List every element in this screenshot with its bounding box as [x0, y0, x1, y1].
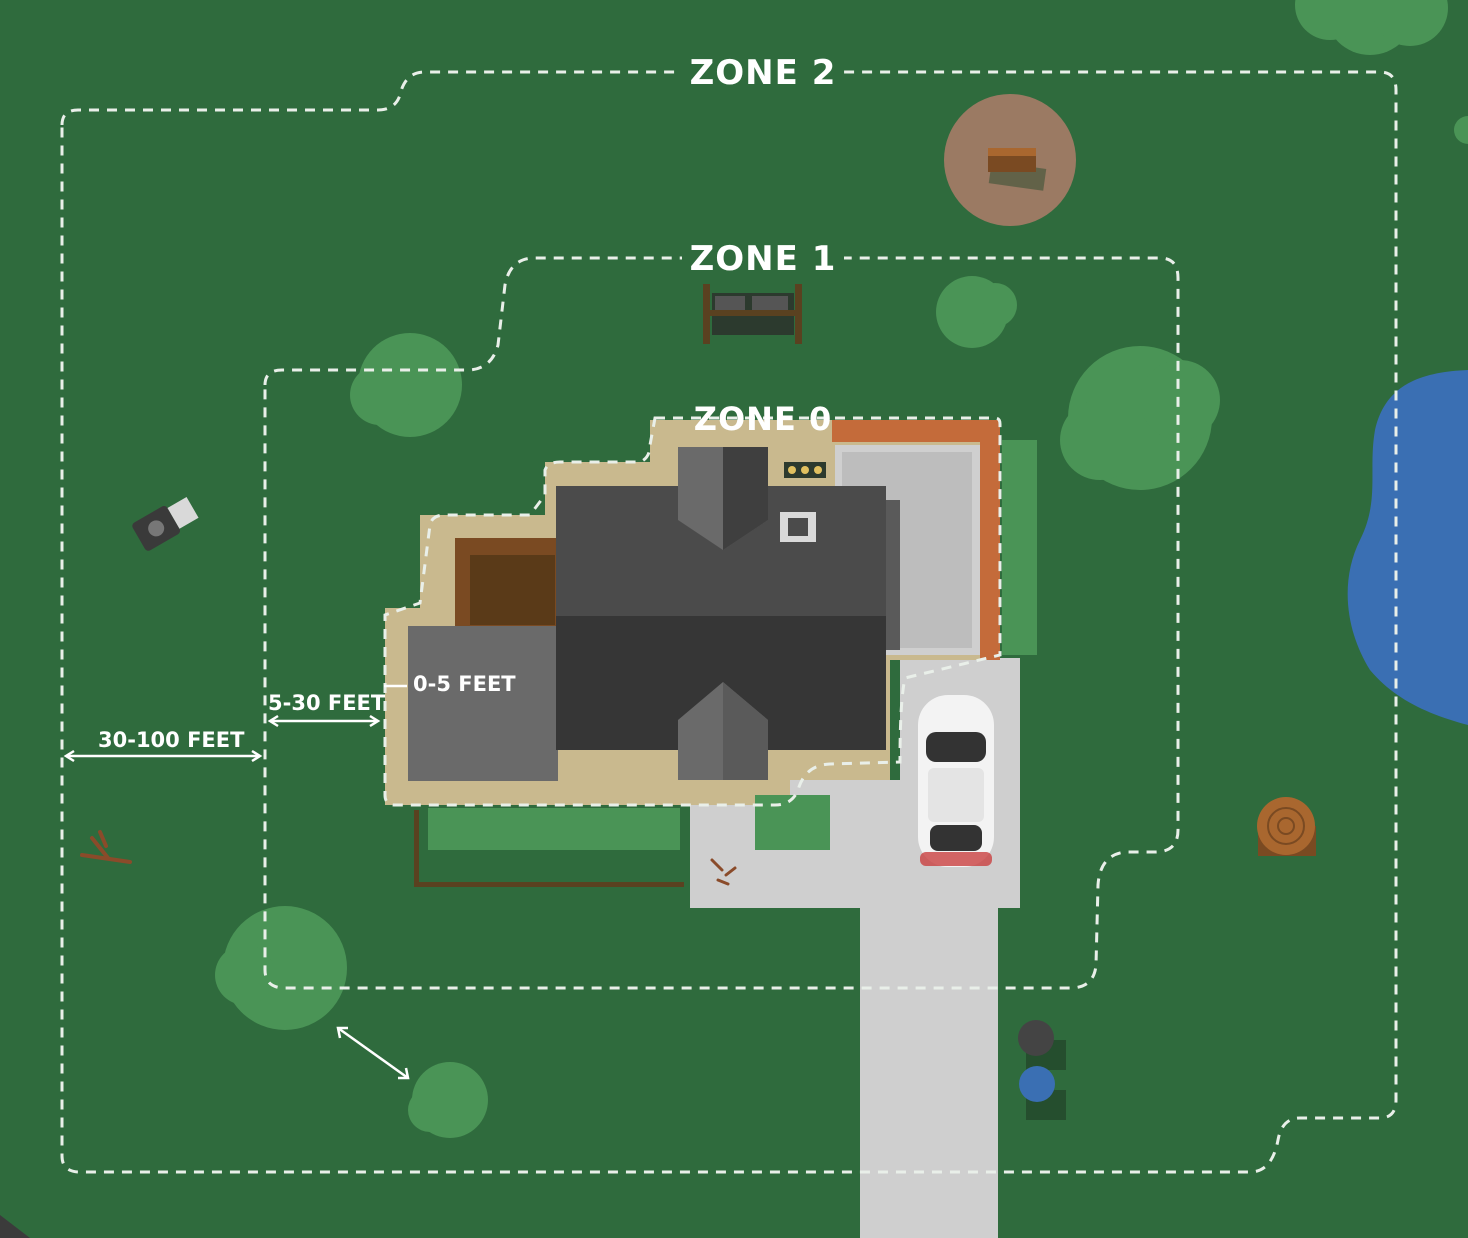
trash-bins: [1018, 1020, 1066, 1120]
hedge-side-left: [414, 810, 419, 885]
house: [408, 447, 900, 781]
leaves: [710, 858, 737, 886]
zone0-title: ZONE 0: [694, 400, 832, 438]
tree-spacing-arrow: [336, 1026, 410, 1080]
pond: [1347, 370, 1468, 725]
roof-gable-bottom-shade: [723, 682, 768, 780]
fallen-branches: [80, 830, 132, 864]
zone1-distance-label: 5-30 FEET: [268, 691, 386, 715]
zone2-title: ZONE 2: [690, 53, 837, 93]
hedge-walkway: [755, 795, 830, 850]
zone1-title-bg: [682, 236, 844, 278]
house-wing-left: [408, 626, 558, 781]
garden-bed-inner: [470, 555, 555, 625]
garden-bench: [703, 284, 802, 344]
zone2-distance-label: 30-100 FEET: [98, 728, 245, 752]
tree-zone1-top: [936, 276, 1017, 348]
zone1-distance-arrow: [267, 714, 381, 728]
car: [918, 695, 994, 867]
house-side-step: [886, 500, 900, 650]
zone1-outline: [263, 256, 1180, 990]
zone2-outline: [60, 70, 1398, 1174]
fence-front: [414, 882, 684, 887]
zone1-title: ZONE 1: [690, 239, 837, 279]
corner-shadow: [0, 1215, 30, 1238]
roof-gable-top-shade: [723, 447, 768, 550]
hedge-right: [1002, 440, 1037, 655]
tree-zone1-right: [1060, 346, 1220, 490]
hedge-front: [428, 808, 680, 850]
paver-border: [832, 420, 1000, 660]
tree-zone1-left: [350, 333, 462, 437]
zone2-title-bg: [682, 50, 844, 92]
tree-small-lower: [408, 1062, 488, 1138]
tree-top-right: [1295, 0, 1448, 55]
tree-edge-right: [1454, 116, 1468, 144]
zone2-distance-arrow: [63, 749, 263, 763]
tree-stump: [1257, 797, 1316, 856]
chimney-top: [788, 518, 808, 536]
planter: [784, 462, 826, 478]
zone0-outline: [383, 416, 1002, 807]
tree-lower-left: [215, 906, 347, 1030]
fire-pit-area: [944, 94, 1076, 226]
zone0-distance-label: 0-5 FEET: [413, 672, 516, 696]
lawn-mower: [132, 496, 199, 551]
